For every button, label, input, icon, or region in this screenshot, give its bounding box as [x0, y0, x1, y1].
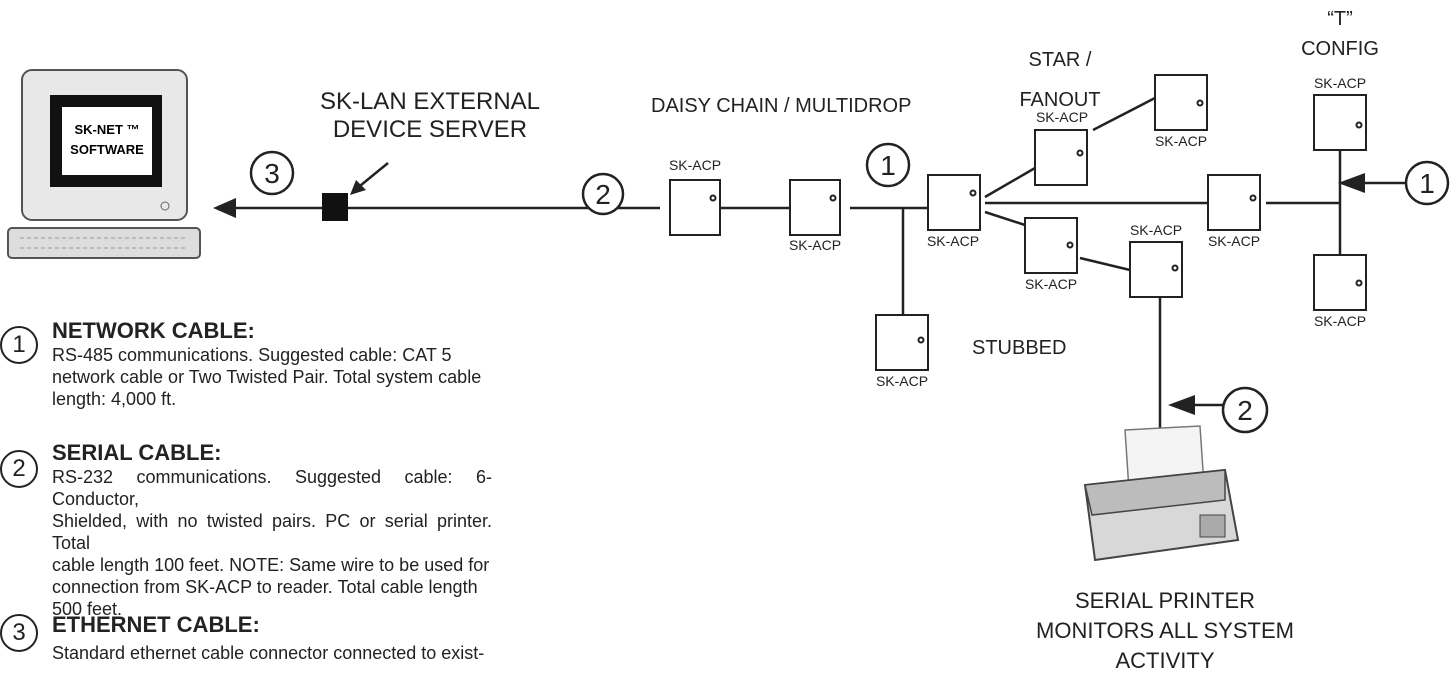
panel-1 — [669, 179, 721, 236]
daisy-chain-label: DAISY CHAIN / MULTIDROP — [651, 95, 912, 117]
arrow-to-computer — [213, 198, 236, 218]
panel-2 — [789, 179, 841, 236]
screen-text-line2: SOFTWARE — [70, 142, 144, 157]
star-fanout-label: STAR / FANOUT — [1019, 49, 1101, 111]
legend-text-network: RS-485 communications. Suggested cable: … — [52, 345, 482, 409]
panel-labels: SK-ACP SK-ACP SK-ACP SK-ACP SK-ACP SK-AC… — [669, 75, 1366, 389]
stubbed-label: STUBBED — [972, 337, 1067, 359]
panel-label: SK-ACP — [1025, 276, 1077, 292]
panel-label: SK-ACP — [789, 237, 841, 253]
panel-label: SK-ACP — [1314, 75, 1366, 91]
legend-text-ethernet: Standard ethernet cable connector connec… — [52, 643, 485, 663]
panel-11 — [1313, 254, 1367, 311]
keyboard — [7, 227, 201, 259]
panel-label: SK-ACP — [1208, 233, 1260, 249]
legend-marker-2: 2 — [0, 450, 38, 488]
device-server — [322, 193, 348, 221]
legend-title-ethernet: ETHERNET CABLE: — [52, 612, 260, 637]
panel-label: SK-ACP — [1314, 313, 1366, 329]
arrow-t-config — [1338, 173, 1365, 193]
panel-label: SK-ACP — [1130, 222, 1182, 238]
panel-label: SK-ACP — [1155, 133, 1207, 149]
marker-3: 3 — [264, 158, 280, 189]
panel-label: SK-ACP — [876, 373, 928, 389]
panel-label: SK-ACP — [1036, 109, 1088, 125]
printer-icon — [1083, 425, 1240, 562]
legend-title-serial: SERIAL CABLE: — [52, 440, 222, 465]
panel-9 — [1207, 174, 1261, 231]
sk-acp-panels — [669, 74, 1367, 371]
panel-label: SK-ACP — [927, 233, 979, 249]
legend-marker-1: 1 — [0, 326, 38, 364]
panel-label: SK-ACP — [669, 157, 721, 173]
marker-1: 1 — [1419, 168, 1435, 199]
screen-text-line1: SK-NET ™ — [75, 122, 140, 137]
panel-3 — [927, 174, 981, 231]
printer-label: SERIAL PRINTER MONITORS ALL SYSTEM ACTIV… — [1036, 588, 1294, 673]
device-server-label: SK-LAN EXTERNAL DEVICE SERVER — [319, 88, 541, 143]
computer-icon: SK-NET ™ SOFTWARE — [7, 69, 201, 259]
network-cables — [720, 96, 1342, 428]
t-config-label: “T” CONFIG — [1301, 8, 1379, 60]
marker-2: 2 — [1237, 395, 1253, 426]
legend-title-network: NETWORK CABLE: — [52, 318, 255, 343]
legend-text-serial: RS-232 communications. Suggested cable: … — [52, 467, 492, 619]
panel-5 — [1034, 129, 1088, 186]
arrow-printer-cable — [1168, 395, 1195, 415]
callout-markers — [249, 142, 1450, 434]
marker-1: 1 — [880, 150, 896, 181]
legend-marker-3: 3 — [0, 614, 38, 652]
marker-2: 2 — [595, 179, 611, 210]
